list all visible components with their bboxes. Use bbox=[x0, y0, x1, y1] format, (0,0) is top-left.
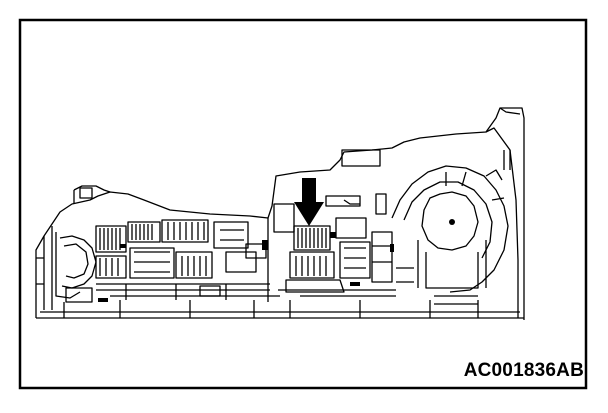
transmission-case-outline bbox=[35, 107, 525, 320]
figure-code: AC001836AB bbox=[463, 360, 584, 381]
down-arrow-icon bbox=[294, 178, 324, 226]
section-hatching bbox=[98, 219, 455, 302]
figure-border bbox=[18, 18, 588, 390]
